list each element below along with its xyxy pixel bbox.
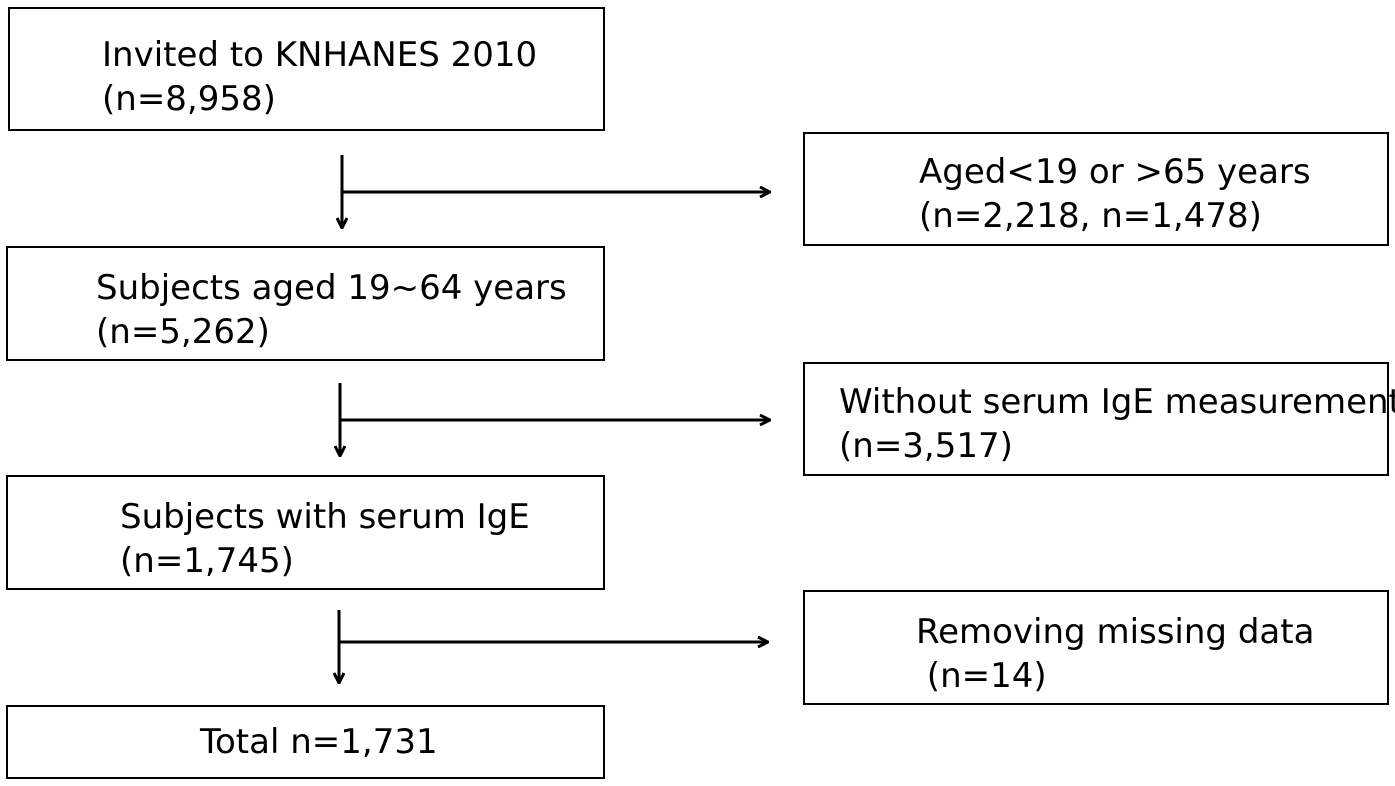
exclusion-serum-title: Without serum IgE measurement [839,382,1395,422]
exclusion-serum-count: (n=3,517) [839,426,1013,466]
step-serum-title: Subjects with serum IgE [120,497,530,537]
step-aged-title: Subjects aged 19~64 years [96,268,567,308]
step-invited-title: Invited to KNHANES 2010 [102,35,538,75]
step-total-title: Total n=1,731 [200,722,438,762]
exclusion-missing-box: Removing missing data (n=14) [803,590,1389,705]
step-aged-box: Subjects aged 19~64 years (n=5,262) [6,246,605,361]
step-invited-box: Invited to KNHANES 2010 (n=8,958) [8,7,605,131]
exclusion-age-title: Aged<19 or >65 years [919,152,1311,192]
step-serum-count: (n=1,745) [120,541,294,581]
exclusion-missing-title: Removing missing data [916,612,1315,652]
step-total-box: Total n=1,731 [6,705,605,779]
exclusion-missing-count: (n=14) [916,656,1047,696]
exclusion-age-count: (n=2,218, n=1,478) [919,196,1262,236]
exclusion-serum-box: Without serum IgE measurement (n=3,517) [803,362,1395,476]
step-serum-box: Subjects with serum IgE (n=1,745) [6,475,605,590]
exclusion-age-box: Aged<19 or >65 years (n=2,218, n=1,478) [803,132,1389,246]
step-aged-count: (n=5,262) [96,312,270,352]
step-invited-count: (n=8,958) [102,79,276,119]
